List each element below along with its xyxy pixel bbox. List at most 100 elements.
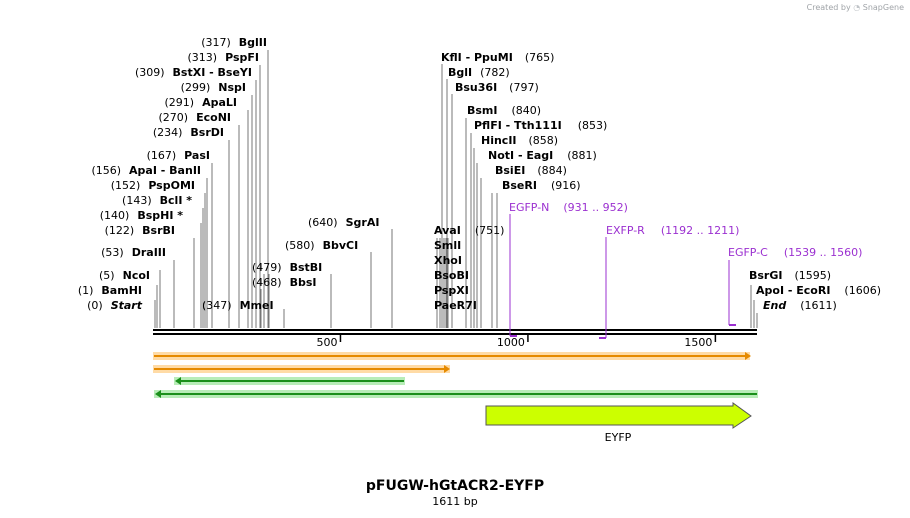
site-label-apoi-ecori[interactable]: ApoI - EcoRI (1606)	[756, 284, 881, 297]
site-label-bstbi[interactable]: (479)BstBI	[252, 261, 322, 274]
site-label-bgli[interactable]: BglI(782)	[448, 66, 510, 79]
site-label-paer7i[interactable]: PaeR7I	[434, 299, 477, 312]
site-name: EcoNI	[196, 111, 231, 124]
site-name: SgrAI	[346, 216, 380, 229]
left-site-labels: (0)Start (1)BamHI (5) NcoI (53) DraIII (12…	[78, 36, 267, 312]
site-label-bsrdi[interactable]: (234) BsrDI	[153, 126, 224, 139]
ruler-tick-label: 500	[316, 336, 337, 349]
site-name: BbvCI	[323, 239, 359, 252]
end-site-labels: BsrGI(1595) ApoI - EcoRI (1606) End(1611)	[749, 269, 881, 312]
site-name: BsrGI	[749, 269, 782, 282]
site-label-bsobi[interactable]: BsoBI	[434, 269, 469, 282]
site-name: BstBI	[290, 261, 323, 274]
ruler-ticks: 500 1000 1500	[316, 335, 717, 349]
site-label-bsrgi[interactable]: BsrGI(1595)	[749, 269, 831, 282]
site-label-mmei[interactable]: (347)MmeI	[202, 299, 274, 312]
site-pos: (853)	[578, 119, 608, 132]
site-pos: (156)	[91, 164, 121, 177]
site-label-sgrai[interactable]: (640)SgrAI	[308, 216, 379, 229]
primer-label-egfp-n[interactable]: EGFP-N(931 .. 952)	[509, 201, 628, 214]
plasmid-length: 1611 bp	[432, 495, 478, 508]
credit-brand: SnapGene	[862, 3, 904, 12]
site-label-bstxi-bseyi[interactable]: (309) BstXI - BseYI	[135, 66, 252, 79]
site-label-econi[interactable]: (270)EcoNI	[159, 111, 231, 124]
arrow-right-icon	[444, 365, 450, 373]
primer-label-exfp-r[interactable]: EXFP-R(1192 .. 1211)	[606, 224, 739, 237]
site-label-bseri[interactable]: BseRI (916)	[502, 179, 581, 192]
arrow-right-icon	[745, 352, 751, 360]
ruler-tick-label: 1500	[684, 336, 712, 349]
site-label-nspi[interactable]: (299) NspI	[181, 81, 246, 94]
site-name: KflI - PpuMI	[441, 51, 513, 64]
site-pos: (468)	[252, 276, 282, 289]
site-label-kfli-ppumi[interactable]: KflI - PpuMI (765)	[441, 51, 554, 64]
site-label-draiii[interactable]: (53) DraIII	[101, 246, 166, 259]
site-name: BstXI - BseYI	[173, 66, 252, 79]
site-name: PspFI	[225, 51, 259, 64]
site-pos: (291)	[164, 96, 194, 109]
site-name: NspI	[218, 81, 246, 94]
site-label-bglii[interactable]: (317)BglII	[201, 36, 267, 49]
site-label-pspfi[interactable]: (313)PspFI	[188, 51, 260, 64]
site-pos: (140)	[100, 209, 130, 222]
site-pos: (309)	[135, 66, 165, 79]
site-pos: (53)	[101, 246, 124, 259]
site-label-bbvci[interactable]: (580)BbvCI	[285, 239, 358, 252]
site-pos: (143)	[122, 194, 152, 207]
site-pos: (167)	[147, 149, 177, 162]
site-label-bbsi[interactable]: (468)BbsI	[252, 276, 317, 289]
eyfp-feature-arrow[interactable]	[485, 402, 752, 429]
site-pos: (234)	[153, 126, 183, 139]
site-name: BglII	[239, 36, 267, 49]
site-label-bsrbi[interactable]: (122)BsrBI	[105, 224, 175, 237]
primer-label-egfp-c[interactable]: EGFP-C(1539 .. 1560)	[728, 246, 862, 259]
site-name: NotI - EagI	[488, 149, 553, 162]
site-name: HincII	[481, 134, 517, 147]
site-label-pasi[interactable]: (167)PasI	[147, 149, 210, 162]
site-label-pflfi-tth111i[interactable]: PflFI - Tth111I (853)	[474, 119, 607, 132]
site-name: BspHI *	[137, 209, 183, 222]
site-label-avai[interactable]: AvaI(751)	[434, 224, 504, 237]
site-pos: (1)	[78, 284, 94, 297]
site-label-xhoi[interactable]: XhoI	[434, 254, 462, 267]
site-label-bsphi[interactable]: (140) BspHI *	[100, 209, 184, 222]
site-name: ApoI - EcoRI	[756, 284, 830, 297]
site-pos: (765)	[525, 51, 555, 64]
site-pos: (916)	[551, 179, 581, 192]
site-pos: (5)	[99, 269, 115, 282]
site-name: NcoI	[123, 269, 150, 282]
site-label-noti-eagi[interactable]: NotI - EagI(881)	[488, 149, 597, 162]
site-pos: (782)	[480, 66, 510, 79]
primer-name: EGFP-C	[728, 246, 768, 259]
site-label-start[interactable]: (0)Start	[87, 299, 143, 312]
site-label-bsmi[interactable]: BsmI(840)	[467, 104, 541, 117]
site-label-pspomi[interactable]: (152)PspOMI	[111, 179, 195, 192]
site-label-end[interactable]: End(1611)	[763, 299, 837, 312]
site-name: BsrDI	[190, 126, 224, 139]
site-label-bsu36i[interactable]: Bsu36I(797)	[455, 81, 539, 94]
site-pos: (299)	[181, 81, 211, 94]
site-pos: (1606)	[844, 284, 881, 297]
site-pos: (347)	[202, 299, 232, 312]
site-label-bamhi[interactable]: (1)BamHI	[78, 284, 142, 297]
site-label-ncoi[interactable]: (5) NcoI	[99, 269, 150, 282]
site-name: BseRI	[502, 179, 537, 192]
site-name: BsrBI	[142, 224, 175, 237]
site-name: ApaLI	[202, 96, 237, 109]
site-label-apali[interactable]: (291) ApaLI	[164, 96, 237, 109]
site-label-pspxi[interactable]: PspXI	[434, 284, 469, 297]
site-label-hincii[interactable]: HincII (858)	[481, 134, 558, 147]
site-pos: (858)	[529, 134, 559, 147]
site-label-smli[interactable]: SmlI	[434, 239, 461, 252]
site-pos: (797)	[509, 81, 539, 94]
site-name: DraIII	[132, 246, 166, 259]
ruler-tick-label: 1000	[497, 336, 525, 349]
primer-name: EGFP-N	[509, 201, 549, 214]
site-label-bcli[interactable]: (143)BclI *	[122, 194, 192, 207]
stacked-site-labels: PaeR7I PspXI BsoBI XhoI SmlI AvaI(751)	[434, 224, 504, 312]
site-name: PflFI - Tth111I	[474, 119, 562, 132]
site-label-bsiei[interactable]: BsiEI(884)	[495, 164, 567, 177]
site-pos: (751)	[475, 224, 505, 237]
site-label-apai-banii[interactable]: (156)ApaI - BanII	[91, 164, 201, 177]
